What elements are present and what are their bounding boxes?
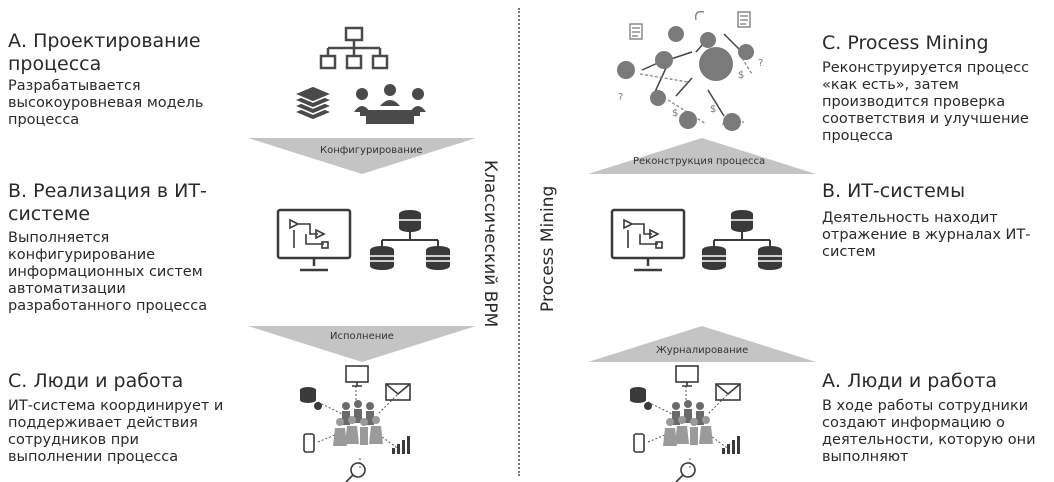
left-a-title: А. Проектирование процесса (8, 30, 201, 76)
left-a-desc-line-2: высокоуровневая модель (8, 95, 204, 111)
people-network-icon-right (630, 365, 741, 482)
left-b-desc-line-4: автоматизации (8, 281, 126, 297)
right-c-desc-line-4: соответствия и улучшение (822, 111, 1029, 127)
left-c-desc-line-2: поддерживает действия (8, 415, 198, 431)
left-a-title-line-2: процесса (8, 53, 102, 75)
right-a-desc-line-2: создают информацию о (822, 415, 1005, 431)
left-b-title: B. Реализация в ИТ- системе (8, 180, 207, 226)
process-mining-graph-icon: ? ? $ $ $ (617, 11, 763, 131)
svg-text:$: $ (710, 104, 716, 115)
logging-arrow (588, 326, 816, 362)
people-network-icon (300, 365, 411, 482)
monitor-process-icon (276, 208, 352, 272)
right-a-desc-line-3: деятельности, которую они (822, 432, 1036, 448)
right-c-desc: Реконструируется процесс «как есть», зат… (822, 60, 1029, 145)
right-c-desc-line-2: «как есть», затем (822, 77, 959, 93)
right-b-desc-line-3: систем (822, 244, 876, 260)
configure-arrow-label: Конфигурирование (320, 145, 423, 156)
left-b-desc-line-3: информационных систем (8, 264, 203, 280)
svg-text:$: $ (672, 108, 678, 119)
right-b-title: B. ИТ-системы (822, 180, 966, 202)
left-b-desc-line-2: конфигурирование (8, 247, 156, 263)
left-a-title-line-1: А. Проектирование (8, 30, 201, 52)
left-c-desc-line-3: сотрудников при (8, 432, 139, 448)
right-c-title: C. Process Mining (822, 32, 989, 54)
left-b-desc-line-5: разработанного процесса (8, 298, 208, 314)
org-chart-icon (319, 26, 389, 70)
classic-bpm-label: Классический BPM (480, 160, 500, 328)
right-a-desc-line-1: В ходе работы сотрудники (822, 398, 1029, 414)
right-b-desc-line-2: отражение в журналах ИТ- (822, 227, 1031, 243)
monitor-process-icon-right (610, 208, 686, 272)
left-a-desc-line-1: Разрабатывается (8, 78, 141, 94)
logging-arrow-label: Журналирование (656, 345, 749, 356)
svg-text:?: ? (618, 92, 623, 103)
left-b-title-line-2: системе (8, 203, 91, 225)
right-c-desc-line-3: производится проверка (822, 94, 1006, 110)
execution-arrow (248, 326, 476, 362)
left-a-desc-line-3: процесса (8, 112, 80, 128)
database-tree-icon (370, 210, 450, 270)
center-divider (518, 8, 520, 476)
left-b-desc: Выполняется конфигурирование информацион… (8, 230, 207, 315)
svg-text:?: ? (758, 58, 763, 69)
reconstruction-arrow (588, 138, 816, 174)
process-mining-side-label: Process Mining (538, 185, 558, 312)
left-b-desc-line-1: Выполняется (8, 230, 110, 246)
reconstruction-arrow-label: Реконструкция процесса (633, 156, 766, 167)
right-a-title: А. Люди и работа (822, 370, 998, 392)
left-c-desc: ИТ-система координирует и поддерживает д… (8, 398, 223, 466)
right-a-desc-line-4: выполняют (822, 449, 909, 465)
left-a-desc: Разрабатывается высокоуровневая модель п… (8, 78, 203, 129)
left-c-title: C. Люди и работа (8, 370, 184, 392)
right-a-desc: В ходе работы сотрудники создают информа… (822, 398, 1036, 466)
left-c-desc-line-1: ИТ-система координирует и (8, 398, 224, 414)
right-c-desc-line-5: процесса (822, 128, 894, 144)
svg-text:$: $ (738, 70, 744, 81)
left-b-title-line-1: B. Реализация в ИТ- (8, 180, 207, 202)
database-tree-icon-right (702, 210, 782, 270)
layers-icon (292, 85, 334, 121)
meeting-icon (354, 84, 426, 124)
right-b-desc-line-1: Деятельность находит (822, 210, 998, 226)
configure-arrow (248, 138, 476, 174)
right-b-desc: Деятельность находит отражение в журнала… (822, 210, 1030, 261)
right-c-desc-line-1: Реконструируется процесс (822, 60, 1030, 76)
left-c-desc-line-4: выполнении процесса (8, 449, 179, 465)
execution-arrow-label: Исполнение (330, 331, 394, 342)
